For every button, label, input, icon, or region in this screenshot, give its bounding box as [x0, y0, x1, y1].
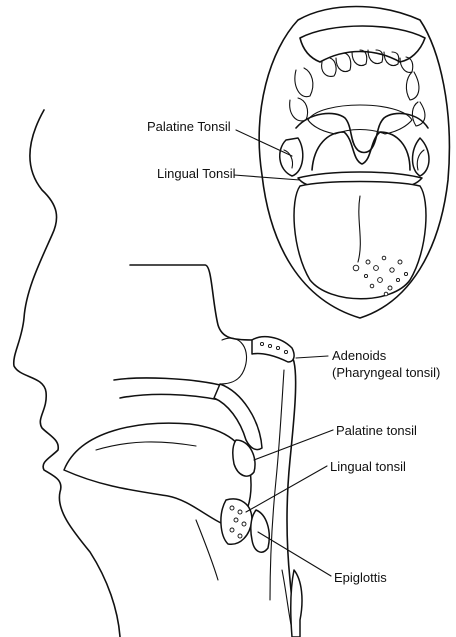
jaw-detail: [196, 520, 218, 580]
label-lingual-tonsil-side: Lingual tonsil: [330, 459, 406, 474]
label-adenoids: Adenoids: [332, 348, 386, 363]
label-palatine-tonsil-mouth: Palatine Tonsil: [147, 119, 231, 134]
pharynx-wall-inner: [270, 370, 284, 600]
uvula-and-arches: [296, 113, 428, 152]
palatine-tonsil-right: [413, 138, 430, 176]
nasal-floor-2: [120, 394, 220, 400]
label-pharyngeal-tonsil: (Pharyngeal tonsil): [332, 365, 440, 380]
label-palatine-tonsil-side: Palatine tonsil: [336, 423, 417, 438]
nasopharynx-contour: [220, 338, 247, 384]
palate: [308, 105, 412, 134]
nasal-floor-1: [114, 378, 220, 385]
epiglottis-side: [251, 510, 269, 552]
label-lingual-tonsil-mouth: Lingual Tonsil: [157, 166, 236, 181]
larynx-cartilage: [291, 570, 302, 637]
throat-opening: [312, 132, 410, 170]
face-outline: [14, 110, 120, 637]
side-profile-view: [14, 110, 302, 637]
label-epiglottis: Epiglottis: [334, 570, 387, 585]
adenoids: [252, 337, 294, 362]
nasal-roof: [130, 265, 252, 340]
open-mouth-front-view: [259, 7, 449, 319]
